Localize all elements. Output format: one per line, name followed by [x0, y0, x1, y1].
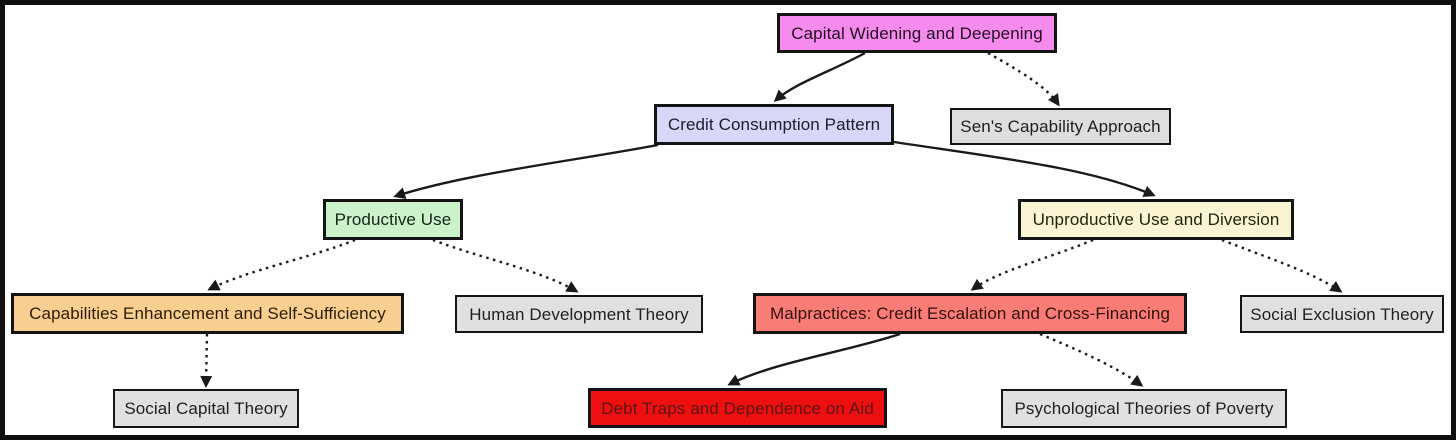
edge-malpractices-to-debttraps [727, 332, 901, 386]
node-social-capital-theory: Social Capital Theory [113, 389, 299, 428]
node-social-exclusion-theory: Social Exclusion Theory [1240, 295, 1444, 333]
edge-capital-to-sen [987, 51, 1060, 107]
edge-capabilities-to-socialcapital [200, 333, 213, 388]
edge-capital-to-credit [773, 51, 866, 102]
node-human-development-theory: Human Development Theory [455, 295, 703, 333]
node-credit-consumption-pattern: Credit Consumption Pattern [654, 104, 894, 145]
node-productive-use: Productive Use [323, 199, 463, 240]
edge-unproductive-to-exclusion [1221, 238, 1343, 293]
node-unproductive-use-and-diversion: Unproductive Use and Diversion [1018, 199, 1294, 240]
edge-credit-to-productive [393, 143, 659, 199]
node-sens-capability-approach: Sen's Capability Approach [950, 108, 1171, 145]
edge-malpractices-to-psych [1039, 332, 1144, 387]
edge-productive-to-capabilities [207, 238, 356, 291]
node-debt-traps-and-dependence: Debt Traps and Dependence on Aid [588, 388, 887, 428]
edge-productive-to-humandev [432, 238, 579, 293]
node-capabilities-enhancement: Capabilities Enhancement and Self-Suffic… [11, 293, 404, 334]
edge-credit-to-unproductive [893, 140, 1156, 197]
node-capital-widening-and-deepening: Capital Widening and Deepening [777, 13, 1057, 53]
node-psychological-theories-poverty: Psychological Theories of Poverty [1001, 389, 1287, 428]
edge-unproductive-to-malpractices [970, 238, 1094, 291]
node-malpractices-credit-escalation: Malpractices: Credit Escalation and Cros… [753, 293, 1187, 334]
